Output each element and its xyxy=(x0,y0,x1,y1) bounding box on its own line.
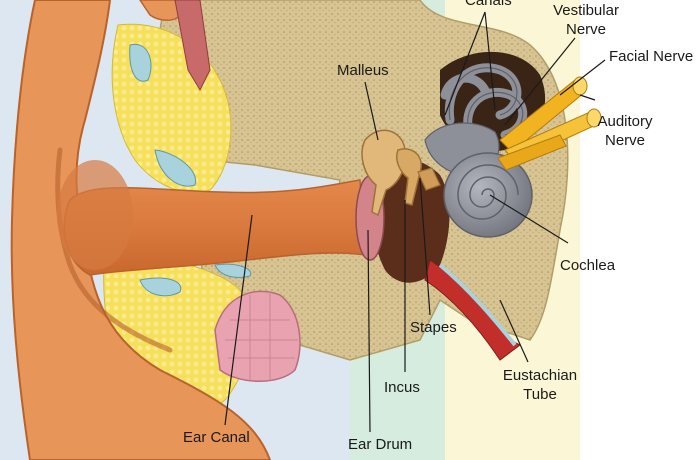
label-auditory-nerve-line1: Auditory xyxy=(597,113,653,130)
label-ear-canal: Ear Canal xyxy=(183,429,250,446)
label-vestibular-nerve: Vestibular Nerve xyxy=(546,1,626,39)
cochlea-shape xyxy=(443,152,533,238)
label-auditory-nerve: Auditory Nerve xyxy=(590,112,660,150)
label-vestibular-nerve-line2: Nerve xyxy=(565,21,606,38)
pink-gland xyxy=(214,290,301,382)
incus-bone xyxy=(396,148,422,206)
label-cochlea: Cochlea xyxy=(560,257,616,274)
label-facial-nerve: Facial Nerve xyxy=(609,48,694,65)
label-malleus: Malleus xyxy=(337,62,389,79)
pinna-inner-fold xyxy=(55,147,173,353)
label-vestibular-nerve-line1: Vestibular xyxy=(553,2,619,19)
concha xyxy=(57,160,133,270)
label-ear-drum: Ear Drum xyxy=(348,436,413,453)
stapes-bone xyxy=(417,167,441,191)
pinna xyxy=(10,0,272,460)
malleus-bone xyxy=(361,129,407,217)
fluid-pocket-3 xyxy=(139,277,182,297)
ear-canal-tube xyxy=(63,179,366,276)
label-eustachian-tube-line2: Tube xyxy=(523,386,557,403)
label-canals: Canals xyxy=(465,0,512,9)
leader-lines xyxy=(224,11,606,433)
fluid-pocket-1 xyxy=(129,43,152,82)
background-right xyxy=(580,0,700,460)
fluid-pocket-4 xyxy=(214,263,252,279)
muscle-strip xyxy=(174,0,211,92)
fluid-pocket-2 xyxy=(154,149,197,187)
label-incus: Incus xyxy=(384,379,420,396)
nerve-bundle xyxy=(497,76,602,171)
label-stapes: Stapes xyxy=(410,319,457,336)
label-eustachian-tube-line1: Eustachian xyxy=(502,367,578,384)
label-auditory-nerve-line2: Nerve xyxy=(604,132,645,149)
label-eustachian-tube: Eustachian Tube xyxy=(495,366,585,404)
